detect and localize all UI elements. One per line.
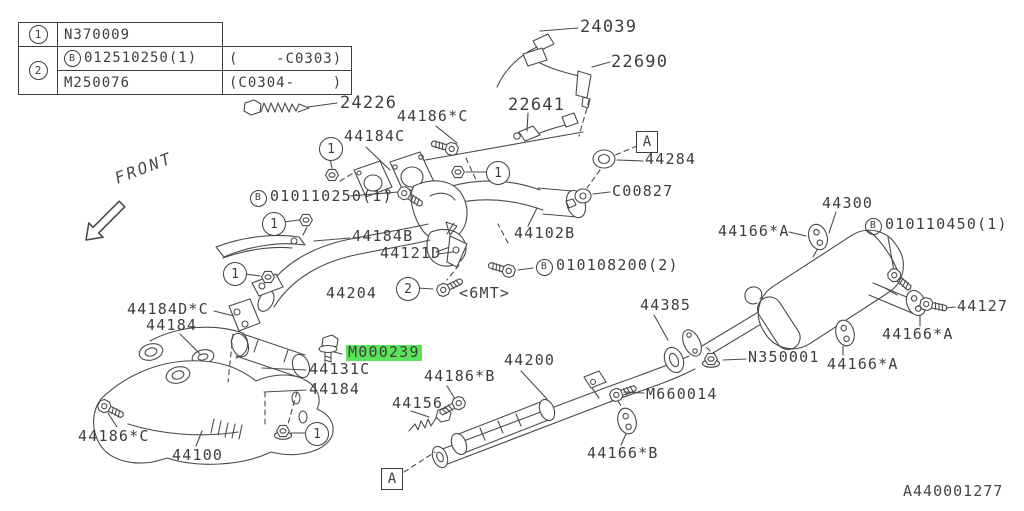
part-label-44166-b[interactable]: 44166*B [587, 444, 659, 462]
legend-part-number: M250076 [57, 70, 223, 95]
part-label-44385[interactable]: 44385 [640, 296, 692, 314]
callout-number: 1 [28, 25, 48, 44]
up-pipe-drawing [149, 223, 431, 404]
part-label-44200[interactable]: 44200 [504, 351, 556, 369]
callout-1: 1 [223, 262, 247, 286]
part-label-24039[interactable]: 24039 [580, 17, 638, 37]
legend-part-number: N370009 [57, 22, 223, 47]
spring-bolt-24226-drawing [243, 99, 310, 116]
part-label-24226[interactable]: 24226 [340, 93, 398, 113]
part-label-m000239[interactable]: M000239 [346, 343, 422, 361]
part-label-44100[interactable]: 44100 [172, 446, 224, 464]
part-label-44186-c[interactable]: 44186*C [78, 427, 150, 445]
part-label-44166-a[interactable]: 44166*A [718, 222, 790, 240]
part-label-44284[interactable]: 44284 [645, 150, 697, 168]
legend-part-text: 012510250(1) [84, 49, 198, 66]
part-label-44184b[interactable]: 44184B [352, 227, 414, 245]
part-label-m660014[interactable]: M660014 [646, 385, 718, 403]
callout-2: 2 [396, 277, 420, 301]
part-label-6mt: <6MT> [459, 284, 511, 302]
part-label-44156[interactable]: 44156 [392, 394, 444, 412]
muffler-drawing [701, 229, 919, 357]
legend-callout-2: 2 [18, 46, 58, 95]
sensor-22641-drawing [513, 112, 579, 142]
callout-1: 1 [305, 422, 329, 446]
view-marker-a: A [381, 468, 403, 490]
part-label-44184[interactable]: 44184 [309, 380, 361, 398]
circled-b-marker: B [250, 189, 267, 207]
part-label-44127[interactable]: 44127 [957, 297, 1009, 315]
drawing-number: A440001277 [903, 482, 1004, 500]
part-label-44186-b[interactable]: 44186*B [424, 367, 496, 385]
part-label-22690[interactable]: 22690 [611, 52, 669, 72]
part-label-44166-a[interactable]: 44166*A [882, 325, 954, 343]
leader-lines [107, 27, 956, 447]
front-pipe-assembly-drawing [353, 131, 587, 268]
part-label-44131c[interactable]: 44131C [309, 360, 371, 378]
part-label-44121d[interactable]: 44121D [380, 244, 442, 262]
callout-1: 1 [262, 212, 286, 236]
circled-b-marker: B [865, 217, 882, 235]
legend-applicability-range: (C0304- ) [222, 70, 352, 95]
circled-b-marker: B [64, 50, 81, 68]
front-arrow-icon [85, 200, 126, 241]
alignment-dashed-lines [227, 145, 711, 473]
part-label-22641[interactable]: 22641 [508, 95, 566, 115]
oxygen-sensor-drawing [496, 33, 592, 137]
part-label-44186-c[interactable]: 44186*C [397, 107, 469, 125]
part-label-44184[interactable]: 44184 [146, 316, 198, 334]
part-label-44204[interactable]: 44204 [326, 284, 378, 302]
part-label-n350001[interactable]: N350001 [748, 348, 820, 366]
callout-1: 1 [486, 161, 510, 185]
fittings-drawing [318, 149, 616, 432]
center-exhaust-pipe-drawing [431, 329, 702, 469]
legend-callout-1: 1 [18, 22, 58, 47]
callout-number: 2 [28, 61, 48, 80]
view-marker-a: A [636, 131, 658, 153]
callout-1: 1 [319, 137, 343, 161]
part-label-44300[interactable]: 44300 [822, 194, 874, 212]
exhaust-manifold-drawing [93, 343, 334, 465]
part-label-44184c[interactable]: 44184C [344, 127, 406, 145]
part-label-44166-a[interactable]: 44166*A [827, 355, 899, 373]
part-label-c00827[interactable]: C00827 [612, 182, 674, 200]
circled-b-marker: B [536, 258, 553, 276]
part-label-44102b[interactable]: 44102B [514, 224, 576, 242]
bracket-44184b-drawing [215, 226, 308, 259]
part-label-44184d-c[interactable]: 44184D*C [127, 300, 209, 318]
